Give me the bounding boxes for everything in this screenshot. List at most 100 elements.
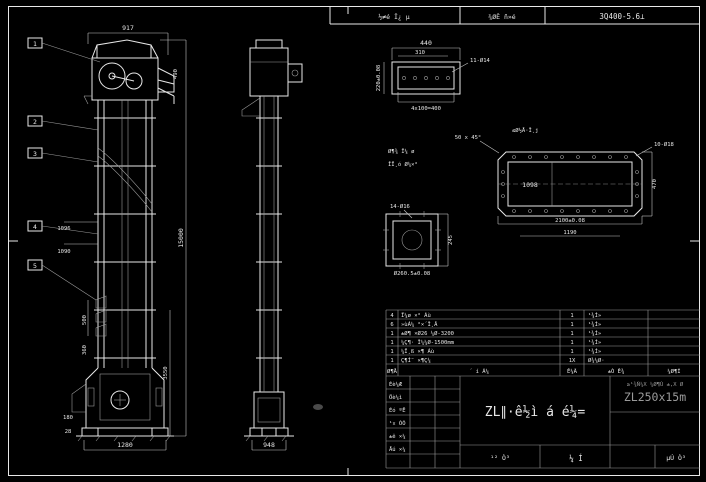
title-block-grid [385,376,700,469]
row-no: 1 [390,349,393,355]
row-name: ±Ø¶ ×Ø26 ¼Ø-3200 [401,330,454,337]
row-name: Ï¼ø ×° Áù [401,312,431,319]
tb-bottom-right: µÚ Ò³ [666,453,686,462]
detail-casing-dims [479,140,653,237]
header-no: Ø¶Å [387,368,398,375]
dim-boot-180: 180 [63,415,73,421]
tb-bottom-left: ¹² Ò³ [490,453,510,462]
front-dimension-lines [64,32,187,451]
dim-front-bottom-width: 1280 [117,441,133,449]
front-view-details [71,95,171,442]
detail-note-2: ÎÏ¸ó Ø¼×° [388,161,418,168]
front-view [76,39,175,437]
dim-casing-sub-length: 1190 [563,230,576,236]
tb-left-row: Öè¼ì [389,394,402,401]
header-mat: ±Ò Ê¾ [608,367,625,375]
detail-casing-note: ≤Ø½Å·Î¸j [512,127,539,134]
label-casing-holes: 10-Ø18 [654,141,674,148]
side-view [244,39,303,437]
tb-left-row: ±ê ×¼ [389,433,406,440]
detail-channel-dims [383,47,469,103]
row-name: ¼Ç¶· Î¼¼Ø-1500mm [401,339,455,346]
detail-note-1: Ø¶¾ Î¼ ø [388,148,415,155]
row-name: ¼Ï¸ß ×¶ Áù [401,348,434,355]
dim-flange-bore: Ø260.5±0.08 [394,270,430,277]
drawing-number: 3Q400-5.6⊥ [599,12,645,21]
detail-flange-dims [403,209,449,267]
parts-table-grid [385,309,700,377]
label-channel-holes: 11-Ø14 [470,57,491,64]
tb-left-row: Éè¼Æ [389,380,403,388]
drawing-title: ZL∥·ê½ì á é¼= [485,405,586,420]
label-flange-holes: 14-Ø16 [390,203,410,210]
tb-left-row: Éó ºË [389,406,406,414]
detail-flange [385,213,439,267]
dim-front-500: 500 [82,315,88,325]
balloon-2: 2 [33,118,37,126]
balloon-3: 3 [33,150,37,158]
row-mat: ¹¾Í» [588,329,601,337]
top-strip [329,6,700,25]
dim-channel-height: 220±0.08 [376,65,382,92]
title-block-note: ≥¹¾Ñ¼X ¼Ø¶Ù ±,X Ø [627,381,684,388]
dim-casing-length: 2100±0.08 [555,218,585,224]
dim-boot-28: 28 [65,429,72,435]
dim-casing-inner: 1098 [522,181,538,189]
parts-table-header: Ø¶Å ´ í Á¼ Ê¼Ã ±Ò Ê¾ ¼Ø¶Í [387,367,681,375]
row-no: 1 [390,340,393,346]
row-no: 6 [390,322,393,328]
dim-front-overall-height: 15000 [177,228,185,248]
parts-table-rows: 4 Ï¼ø ×° Áù 1 ¹¾Í» 6 »ùÁ¼ °×´Î¸Â 1 ¹¾Í» … [390,311,604,364]
dim-channel-sub: 310 [415,50,425,56]
tb-bottom-center: ¼ Í [569,454,583,463]
dim-casing-height: 470 [652,179,658,189]
row-mat: ¹¾Í» [588,311,601,319]
title-block-left-labels: Éè¼Æ Öè¼ì Éó ºË ¹¤ ÒÕ ±ê ×¼ Åú ×¼ [389,380,406,453]
balloon-5: 5 [33,262,37,270]
detail-flange-bolts [383,211,441,269]
row-qty: 1X [569,358,576,364]
detail-channel [391,61,461,95]
model-designation: ZL250x15m [624,390,686,404]
row-qty: 1 [570,313,573,319]
detail-casing-holes [501,155,639,213]
row-name: Ç¶Í¨ ×¶Ç¼ [401,356,431,364]
row-no: 4 [390,313,394,319]
row-name: »ùÁ¼ °×´Î¸Â [401,321,438,328]
row-no: 1 [390,358,393,364]
side-view-details [241,61,299,442]
row-mat: Ø¾¼Ø· [588,357,605,364]
dim-flange-height: 245 [448,235,454,245]
dim-front-3550: 3550 [163,366,169,379]
header-name: ´ í Á¼ [469,368,489,375]
tb-left-row: Åú ×¼ [389,446,406,453]
balloon-leaders [41,42,101,301]
sheet-border [8,6,700,476]
dim-front-top-width: 917 [122,24,134,32]
header-remark: ¼Ø¶Í [667,367,680,375]
row-mat: ¹¾Í» [588,320,601,328]
dim-side-bottom-width: 948 [263,441,275,449]
row-qty: 1 [570,340,573,346]
dim-front-head: 490 [173,69,179,79]
balloon-4: 4 [33,223,37,231]
top-strip-cell-1: ½≠é Î¿ µ [378,12,409,21]
balloon-1: 1 [33,40,37,48]
row-qty: 1 [570,322,573,328]
row-mat: ¹¾Í» [588,347,601,355]
label-chamfer: 50 x 45° [455,135,482,141]
side-dimension-lines [251,440,287,451]
dim-front-360: 360 [82,345,88,355]
top-strip-cell-2: ¾ØÊ ñ»é [488,12,515,21]
row-qty: 1 [570,331,573,337]
tb-left-row: ¹¤ ÒÕ [389,420,406,427]
row-mat: ¹¾Í» [588,338,601,346]
dim-channel-pitch: 4x100=400 [411,106,441,112]
row-qty: 1 [570,349,573,355]
row-no: 1 [390,331,393,337]
detail-channel-holes [402,76,450,80]
header-qty: Ê¼Ã [567,367,578,375]
ink-smudge [313,404,323,410]
